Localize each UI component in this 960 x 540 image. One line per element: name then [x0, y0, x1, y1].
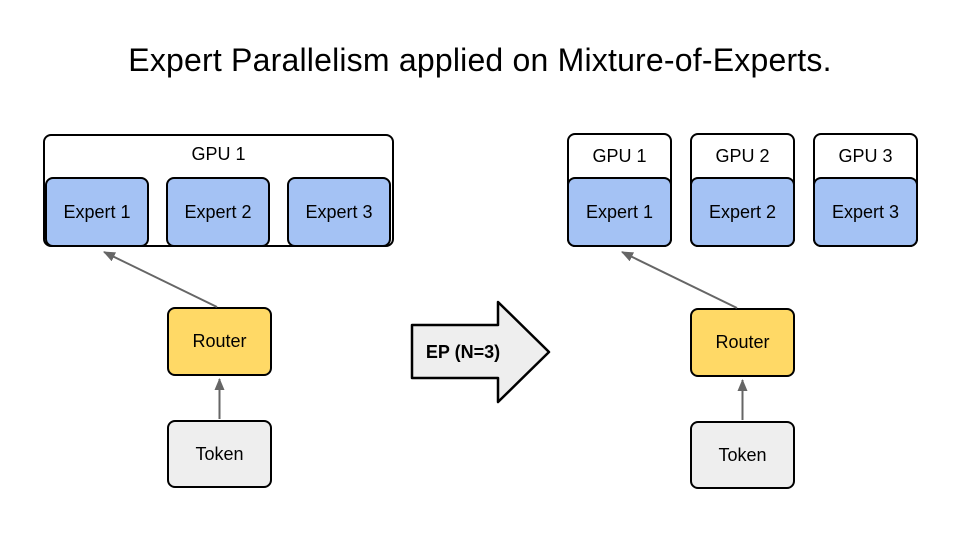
right-expert-3-box: Expert 3 — [813, 177, 918, 247]
left-router-box: Router — [167, 307, 272, 376]
right-router-box: Router — [690, 308, 795, 377]
left-gpu-label: GPU 1 — [191, 144, 246, 164]
left-expert-2-box: Expert 2 — [166, 177, 270, 247]
right-expert-2-box: Expert 2 — [690, 177, 795, 247]
right-gpu-2-label: GPU 2 — [715, 146, 770, 166]
right-router-to-expert-arrow — [621, 251, 738, 309]
right-gpu-2-box: GPU 2 Expert 2 — [690, 133, 795, 247]
left-router-to-expert-arrow — [103, 251, 218, 308]
left-expert-1-box: Expert 1 — [45, 177, 149, 247]
right-gpu-1-box: GPU 1 Expert 1 — [567, 133, 672, 247]
ep-arrow-label: EP (N=3) — [425, 342, 501, 362]
left-gpu-box: GPU 1 Expert 1 Expert 2 Expert 3 — [43, 134, 394, 247]
right-gpu-3-label: GPU 3 — [838, 146, 893, 166]
diagram-title: Expert Parallelism applied on Mixture-of… — [128, 42, 832, 78]
left-expert-3-box: Expert 3 — [287, 177, 391, 247]
right-token-box: Token — [690, 421, 795, 489]
right-expert-1-box: Expert 1 — [567, 177, 672, 247]
right-gpu-3-box: GPU 3 Expert 3 — [813, 133, 918, 247]
left-token-box: Token — [167, 420, 272, 488]
right-gpu-1-label: GPU 1 — [592, 146, 647, 166]
